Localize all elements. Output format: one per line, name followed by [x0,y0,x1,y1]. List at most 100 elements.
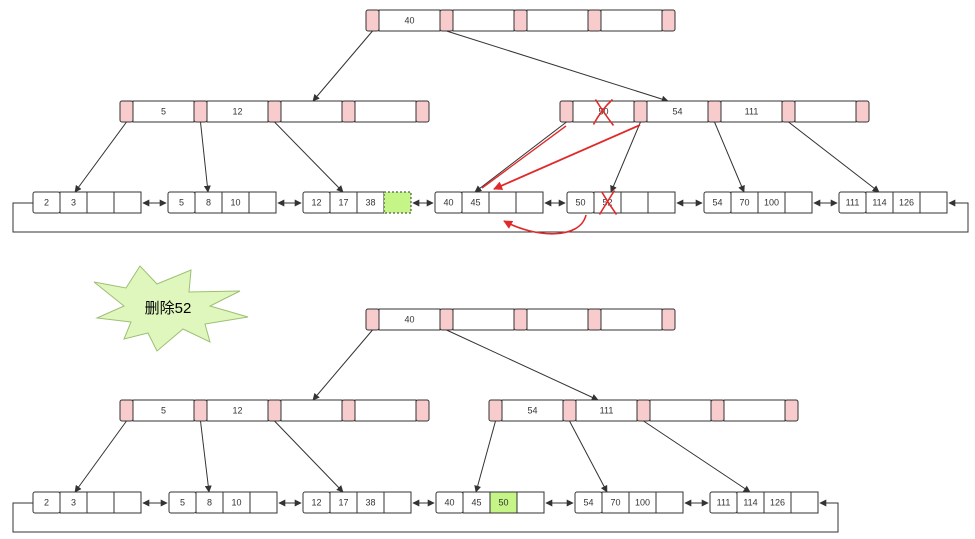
pointer-slot [365,9,380,32]
edges [12,30,969,533]
pointer-slot [119,100,134,123]
pointer-slot [267,100,282,123]
child-pointer-edge [446,30,669,103]
leaf-key-label: 111 [846,198,860,208]
leaf-key-label: 114 [872,198,886,208]
leaf-key-label: 54 [583,498,593,508]
key-cell [526,308,589,331]
leaf-cell [647,191,676,214]
pointer-slot [559,100,574,123]
pointer-slot [562,399,577,422]
leaf-key-label: 126 [899,198,914,208]
leaf-cell [655,491,684,514]
leaf-key-label: 126 [770,498,785,508]
pointer-slot [661,9,676,32]
key-cell [526,9,589,32]
key-cell [600,9,663,32]
leaf-key-label: 45 [470,198,480,208]
leaf-key-label: 70 [739,198,749,208]
pointer-slot [661,308,676,331]
child-pointer-edge [200,420,212,493]
leaf-key-label: 5 [179,198,184,208]
leaf-cell [86,491,115,514]
leaf-key-label: 54 [712,198,722,208]
before-root-node: 40 [365,9,676,32]
leaf-key-label: 70 [610,498,620,508]
child-pointer-edge [74,121,127,193]
pointer-slot [636,399,651,422]
merge-key-arrow [503,214,587,235]
key-cell [280,100,343,123]
key-label: 40 [404,16,414,26]
pointer-slot [341,399,356,422]
leaf-key-label: 100 [764,198,779,208]
key-cell [723,399,786,422]
pointer-slot [488,399,503,422]
child-pointer-edge [74,420,127,493]
leaf-key-label: 5 [180,498,185,508]
leaf-key-label: 100 [635,498,650,508]
key-cell [354,100,417,123]
leaf-cell [620,191,649,214]
leaf-key-label: 17 [338,498,348,508]
leaf-key-label: 2 [44,198,49,208]
child-pointer-edge [643,420,751,493]
leaf-cell [248,191,277,214]
key-cell [452,9,515,32]
delete-52-burst: 删除52 [93,265,249,352]
leaf-key-label: 40 [444,498,454,508]
pointer-slot [513,308,528,331]
child-pointer-edge [312,329,373,401]
burst-shape [93,265,249,352]
burst-label: 删除52 [145,300,192,317]
leaf-cell [919,191,948,214]
key-label: 12 [232,406,242,416]
leaf-key-label: 3 [71,498,76,508]
leaf-key-label: 2 [44,498,49,508]
move-pointer-arrow [493,124,641,190]
leaf-cell [249,491,278,514]
leaf-cell [113,191,142,214]
pointer-slot [341,100,356,123]
leaf-key-label: 50 [498,498,508,508]
before-leaf-node: 54 70 100 [703,191,813,214]
child-pointer-edge [569,420,608,493]
child-pointer-edge [274,121,344,193]
pointer-slot [513,9,528,32]
leaf-cell [515,191,544,214]
child-pointer-edge [200,121,211,193]
leaf-key-label: 38 [365,198,375,208]
child-pointer-edge [714,121,745,193]
pointer-slot [710,399,725,422]
leaf-key-label: 40 [443,198,453,208]
key-cell [452,308,515,331]
key-label: 111 [600,406,614,416]
key-cell [354,399,417,422]
pointer-slot [415,399,430,422]
strike-mark [600,191,618,215]
leaf-cell [516,491,545,514]
leaf-key-label: 10 [231,498,241,508]
after-leaf-node: 54 70 100 [574,491,684,514]
child-pointer-edge [446,329,599,401]
leaf-cell [383,491,412,514]
strike-mark [594,99,615,126]
annotations [481,98,641,235]
before-leaf-node: 111 114 126 [838,191,948,214]
key-label: 5 [161,107,166,117]
leaf-key-label: 114 [743,498,757,508]
pointer-slot [587,308,602,331]
leaf-cell [86,191,115,214]
leaf-key-label: 38 [365,498,375,508]
key-cell [280,399,343,422]
pointer-slot [267,399,282,422]
